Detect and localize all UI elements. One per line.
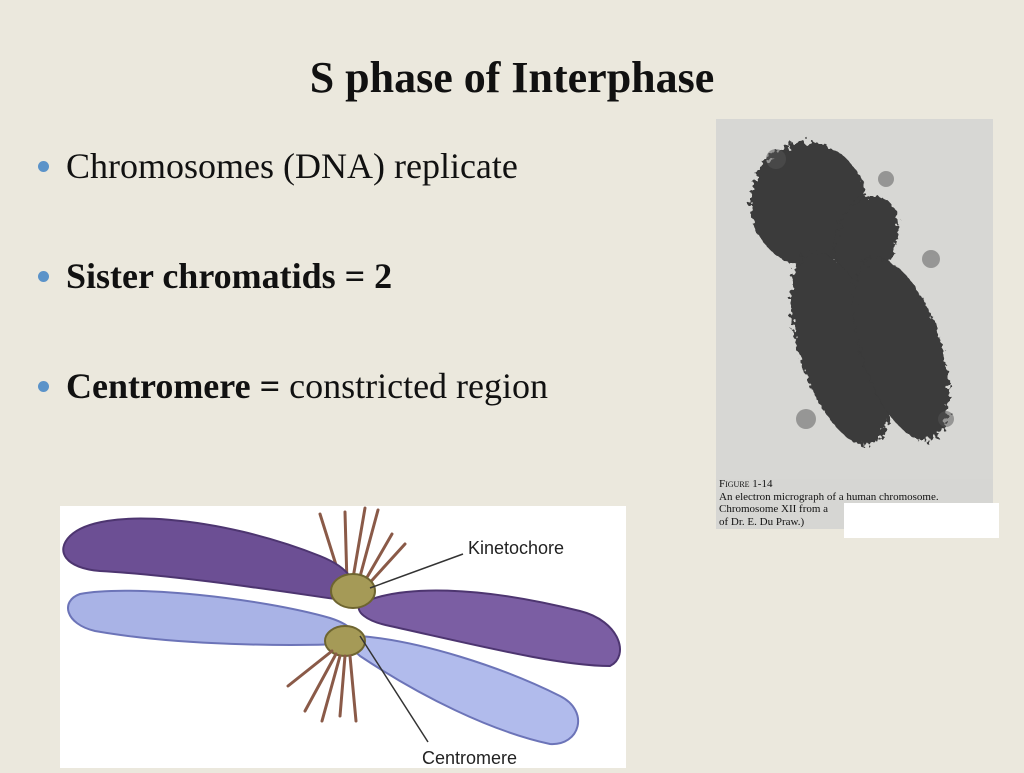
chromosome-micrograph-image [716, 119, 993, 529]
kinetochore-label: Kinetochore [468, 538, 564, 558]
figure-label: Figure 1-14 [719, 478, 773, 490]
chromatid-dark-right [357, 589, 621, 668]
bullet-icon [38, 381, 49, 392]
kinetochore-top [330, 573, 376, 609]
spindle-fibers-bottom [286, 649, 358, 723]
micrograph-caption: Figure 1-14 An electron micrograph of a … [719, 478, 994, 528]
centromere-leader-line [359, 635, 429, 743]
bullet-bold-text: Sister chromatids = 2 [66, 256, 393, 296]
bullet-icon [38, 161, 49, 172]
chromatid-dark [62, 517, 355, 603]
slide-title: S phase of Interphase [309, 53, 715, 102]
bullet-item-replicate: Chromosomes (DNA) replicate [36, 140, 696, 250]
micrograph-art [716, 119, 993, 479]
caption-line: of Dr. E. Du Praw.) [719, 515, 805, 528]
centromere-label: Centromere [422, 748, 517, 768]
chromosome-diagram-art: Kinetochore Centromere [62, 506, 621, 768]
chromatid-light [67, 589, 354, 646]
caption-line: An electron micrograph of a human chromo… [719, 490, 939, 503]
chromosome-diagram: Kinetochore Centromere [60, 506, 626, 768]
caption-line: Chromosome XII from a [719, 503, 829, 515]
bullet-list: Chromosomes (DNA) replicate Sister chrom… [36, 140, 696, 470]
bullet-bold-text: Centromere = [66, 366, 281, 406]
bullet-item-sister-chromatids: Sister chromatids = 2 [36, 250, 696, 360]
caption-mask [844, 503, 999, 538]
kinetochore-leader-line [369, 553, 464, 589]
bullet-item-centromere: Centromere = constricted region [36, 360, 696, 470]
bullet-text: constricted region [280, 366, 549, 406]
bullet-text: Chromosomes (DNA) replicate [66, 146, 518, 186]
bullet-icon [38, 271, 49, 282]
chromatid-light-right [352, 634, 579, 746]
